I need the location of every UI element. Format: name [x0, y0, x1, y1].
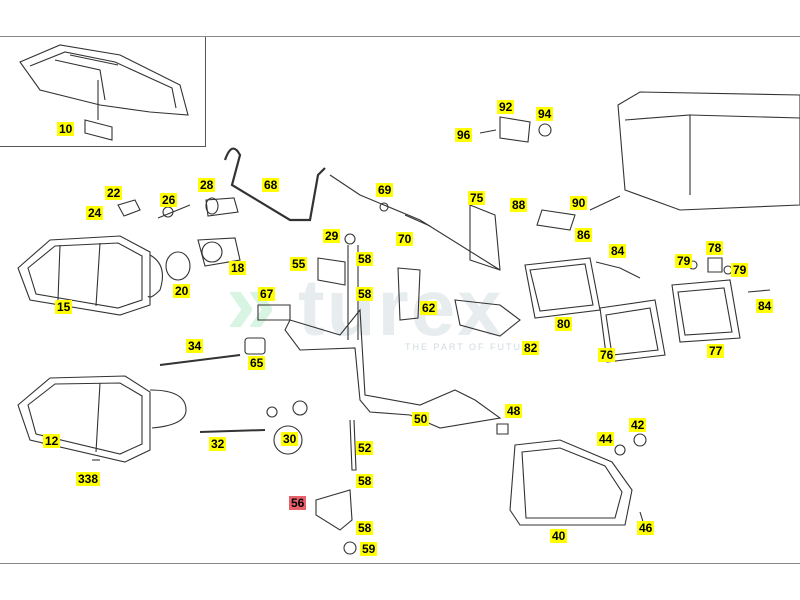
- callout-94[interactable]: 94: [536, 107, 554, 121]
- callout-70[interactable]: 70: [396, 232, 414, 246]
- callout-65[interactable]: 65: [248, 356, 266, 370]
- callout-79[interactable]: 79: [731, 263, 749, 277]
- callout-59[interactable]: 59: [360, 542, 378, 556]
- hose-drawing: [223, 147, 326, 222]
- callout-58[interactable]: 58: [356, 252, 374, 266]
- bracket-56-drawing: [315, 489, 353, 531]
- callout-58[interactable]: 58: [356, 287, 374, 301]
- callout-88[interactable]: 88: [510, 198, 528, 212]
- callout-50[interactable]: 50: [412, 412, 430, 426]
- callout-18[interactable]: 18: [229, 261, 247, 275]
- callout-55[interactable]: 55: [290, 257, 308, 271]
- callout-56[interactable]: 56: [289, 496, 307, 510]
- top-rule: [0, 36, 800, 37]
- callout-28[interactable]: 28: [198, 178, 216, 192]
- callout-40[interactable]: 40: [550, 529, 568, 543]
- callout-77[interactable]: 77: [707, 344, 725, 358]
- callout-62[interactable]: 62: [420, 301, 438, 315]
- callout-10[interactable]: 10: [57, 122, 75, 136]
- callout-92[interactable]: 92: [497, 100, 515, 114]
- bracket-assembly-drawing: [284, 174, 521, 471]
- callout-82[interactable]: 82: [522, 341, 540, 355]
- callout-46[interactable]: 46: [637, 521, 655, 535]
- callout-84[interactable]: 84: [756, 299, 774, 313]
- washer-59-drawing: [343, 541, 357, 555]
- bottom-rule: [0, 563, 800, 564]
- callout-12[interactable]: 12: [43, 434, 61, 448]
- callout-26[interactable]: 26: [160, 193, 178, 207]
- callout-20[interactable]: 20: [173, 284, 191, 298]
- callout-78[interactable]: 78: [706, 241, 724, 255]
- small-parts-drawing: [92, 116, 771, 529]
- watermark-tagline: THE PART OF FUTURE: [405, 342, 539, 352]
- callout-58[interactable]: 58: [356, 474, 374, 488]
- callout-69[interactable]: 69: [376, 183, 394, 197]
- callout-68[interactable]: 68: [262, 178, 280, 192]
- callout-79[interactable]: 79: [675, 254, 693, 268]
- callout-29[interactable]: 29: [323, 229, 341, 243]
- callout-24[interactable]: 24: [86, 206, 104, 220]
- headlamp-lower-drawing: [17, 375, 187, 463]
- callout-30[interactable]: 30: [281, 432, 299, 446]
- headlamp-upper-drawing: [17, 235, 163, 316]
- callout-90[interactable]: 90: [570, 196, 588, 210]
- callout-48[interactable]: 48: [505, 404, 523, 418]
- callout-42[interactable]: 42: [629, 418, 647, 432]
- callout-52[interactable]: 52: [356, 441, 374, 455]
- callout-96[interactable]: 96: [455, 128, 473, 142]
- fog-lamp-77-drawing: [671, 279, 741, 343]
- callout-86[interactable]: 86: [575, 228, 593, 242]
- fog-lamp-80-drawing: [524, 257, 601, 319]
- bulbs-drawing: [117, 197, 241, 281]
- callout-44[interactable]: 44: [597, 432, 615, 446]
- callout-32[interactable]: 32: [209, 437, 227, 451]
- callout-67[interactable]: 67: [258, 287, 276, 301]
- callout-338[interactable]: 338: [76, 472, 101, 486]
- callout-34[interactable]: 34: [186, 339, 204, 353]
- indicator-40-drawing: [509, 439, 633, 526]
- callout-58[interactable]: 58: [356, 521, 374, 535]
- callout-84[interactable]: 84: [609, 244, 627, 258]
- callout-15[interactable]: 15: [55, 300, 73, 314]
- callout-22[interactable]: 22: [105, 186, 123, 200]
- inset-frame: [0, 37, 206, 147]
- callout-75[interactable]: 75: [468, 191, 486, 205]
- inset-headlamp-housing-drawing: [19, 44, 189, 141]
- callout-76[interactable]: 76: [598, 348, 616, 362]
- callout-80[interactable]: 80: [555, 317, 573, 331]
- truck-cab-drawing: [617, 91, 800, 211]
- fog-lamp-76-drawing: [599, 299, 666, 363]
